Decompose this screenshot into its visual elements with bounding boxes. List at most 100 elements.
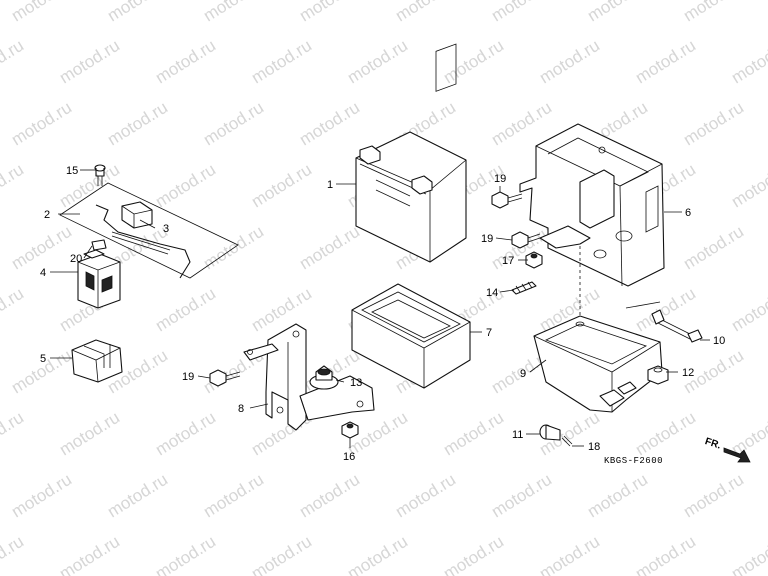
callout-14: 14 bbox=[486, 287, 498, 299]
watermark-text: motod.ru bbox=[152, 36, 219, 88]
callout-7: 7 bbox=[486, 327, 492, 339]
nut-12 bbox=[647, 365, 669, 385]
watermark-text: motod.ru bbox=[536, 36, 603, 88]
watermark-text: motod.ru bbox=[728, 532, 768, 576]
watermark-text: motod.ru bbox=[104, 0, 171, 25]
callout-16: 16 bbox=[343, 451, 355, 463]
watermark-text: motod.ru bbox=[728, 284, 768, 336]
watermark-text: motod.ru bbox=[584, 0, 651, 25]
watermark-text: motod.ru bbox=[632, 284, 699, 336]
front-arrow-icon bbox=[723, 447, 751, 463]
callout-1: 1 bbox=[327, 179, 333, 191]
watermark-text: motod.ru bbox=[392, 0, 459, 25]
callout-2: 2 bbox=[44, 209, 50, 221]
callout-10: 10 bbox=[713, 335, 725, 347]
bolt-10 bbox=[651, 309, 703, 343]
watermark-text: motod.ru bbox=[296, 0, 363, 25]
watermark-text: motod.ru bbox=[680, 98, 747, 150]
watermark-text: motod.ru bbox=[56, 408, 123, 460]
watermark-text: motod.ru bbox=[248, 532, 315, 576]
watermark-text: motod.ru bbox=[0, 532, 27, 576]
callout-19-upper: 19 bbox=[494, 173, 506, 185]
watermark-text: motod.ru bbox=[152, 532, 219, 576]
clip-18 bbox=[561, 435, 573, 447]
callout-8: 8 bbox=[238, 403, 244, 415]
watermark-text: motod.ru bbox=[536, 532, 603, 576]
bolt-19-left bbox=[209, 369, 241, 387]
callout-18: 18 bbox=[588, 441, 600, 453]
callout-9: 9 bbox=[520, 368, 526, 380]
callout-11: 11 bbox=[512, 429, 523, 441]
wire-harness-group bbox=[59, 182, 239, 279]
bolt-19-upper bbox=[491, 191, 523, 209]
callout-20: 20 bbox=[70, 253, 82, 265]
watermark-text: motod.ru bbox=[104, 98, 171, 150]
watermark-text: motod.ru bbox=[200, 98, 267, 150]
watermark-text: motod.ru bbox=[440, 36, 507, 88]
relay-cover-5 bbox=[71, 339, 123, 383]
watermark-text: motod.ru bbox=[728, 36, 768, 88]
callouts: 1 2 3 4 5 6 7 8 9 10 11 12 13 14 15 16 1… bbox=[40, 165, 725, 463]
watermark-text: motod.ru bbox=[440, 408, 507, 460]
callout-19-lower: 19 bbox=[481, 233, 493, 245]
watermark-text: motod.ru bbox=[440, 532, 507, 576]
nut-17 bbox=[525, 251, 543, 269]
front-direction-label: FR. bbox=[703, 436, 722, 452]
battery-1 bbox=[355, 43, 467, 263]
watermark-text: motod.ru bbox=[296, 222, 363, 274]
watermark-text: motod.ru bbox=[728, 160, 768, 212]
watermark-text: motod.ru bbox=[680, 0, 747, 25]
battery-bracket-8 bbox=[243, 323, 375, 431]
clip-14 bbox=[511, 281, 537, 295]
watermark-text: motod.ru bbox=[8, 98, 75, 150]
watermark-text: motod.ru bbox=[584, 470, 651, 522]
watermark-text: motod.ru bbox=[248, 160, 315, 212]
nut-16 bbox=[341, 421, 359, 439]
watermark-text: motod.ru bbox=[8, 0, 75, 25]
callout-5: 5 bbox=[40, 353, 46, 365]
callout-4: 4 bbox=[40, 267, 46, 279]
watermark-text: motod.ru bbox=[488, 0, 555, 25]
watermark-text: motod.ru bbox=[0, 160, 27, 212]
watermark-text: motod.ru bbox=[152, 284, 219, 336]
watermark-text: motod.ru bbox=[56, 36, 123, 88]
rubber-mount-13 bbox=[309, 365, 339, 390]
watermark-text: motod.ru bbox=[680, 222, 747, 274]
watermark-text: motod.ru bbox=[632, 408, 699, 460]
relay-4 bbox=[77, 249, 121, 309]
watermark-text: motod.ru bbox=[0, 36, 27, 88]
callout-3: 3 bbox=[163, 223, 169, 235]
watermark-text: motod.ru bbox=[8, 470, 75, 522]
watermark-text: motod.ru bbox=[296, 98, 363, 150]
watermark-text: motod.ru bbox=[344, 532, 411, 576]
callout-12: 12 bbox=[682, 367, 694, 379]
watermark-text: motod.ru bbox=[152, 408, 219, 460]
watermark-text: motod.ru bbox=[8, 222, 75, 274]
diagram-code: KBGS-F2600 bbox=[604, 456, 663, 466]
watermark-text: motod.ru bbox=[344, 36, 411, 88]
watermark-text: motod.ru bbox=[200, 0, 267, 25]
battery-box-6 bbox=[519, 123, 665, 287]
pin-11 bbox=[539, 424, 561, 441]
tray-9 bbox=[533, 315, 663, 413]
watermark-text: motod.ru bbox=[200, 222, 267, 274]
watermark-text: motod.ru bbox=[632, 36, 699, 88]
screw-15 bbox=[94, 164, 106, 186]
battery-case-7 bbox=[351, 283, 471, 389]
watermark-text: motod.ru bbox=[104, 470, 171, 522]
callout-13: 13 bbox=[350, 377, 362, 389]
watermark-text: motod.ru bbox=[152, 160, 219, 212]
callout-6: 6 bbox=[685, 207, 691, 219]
callout-19-left: 19 bbox=[182, 371, 194, 383]
watermark-text: motod.ru bbox=[0, 408, 27, 460]
bolt-19-lower bbox=[511, 231, 541, 249]
watermark-text: motod.ru bbox=[56, 532, 123, 576]
watermark-text: motod.ru bbox=[200, 470, 267, 522]
watermark-text: motod.ru bbox=[680, 470, 747, 522]
watermark-text: motod.ru bbox=[248, 284, 315, 336]
callout-15: 15 bbox=[66, 165, 78, 177]
watermark-text: motod.ru bbox=[248, 36, 315, 88]
watermark-text: motod.ru bbox=[488, 470, 555, 522]
leader-lines bbox=[50, 169, 710, 448]
